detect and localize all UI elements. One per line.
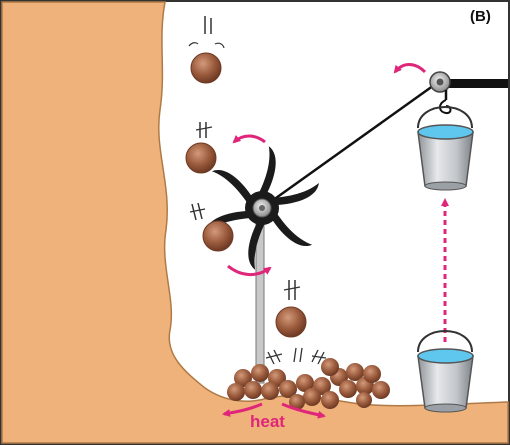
support-beam bbox=[444, 79, 508, 88]
heat-label: heat bbox=[250, 412, 285, 432]
panel-label: (B) bbox=[470, 8, 491, 25]
